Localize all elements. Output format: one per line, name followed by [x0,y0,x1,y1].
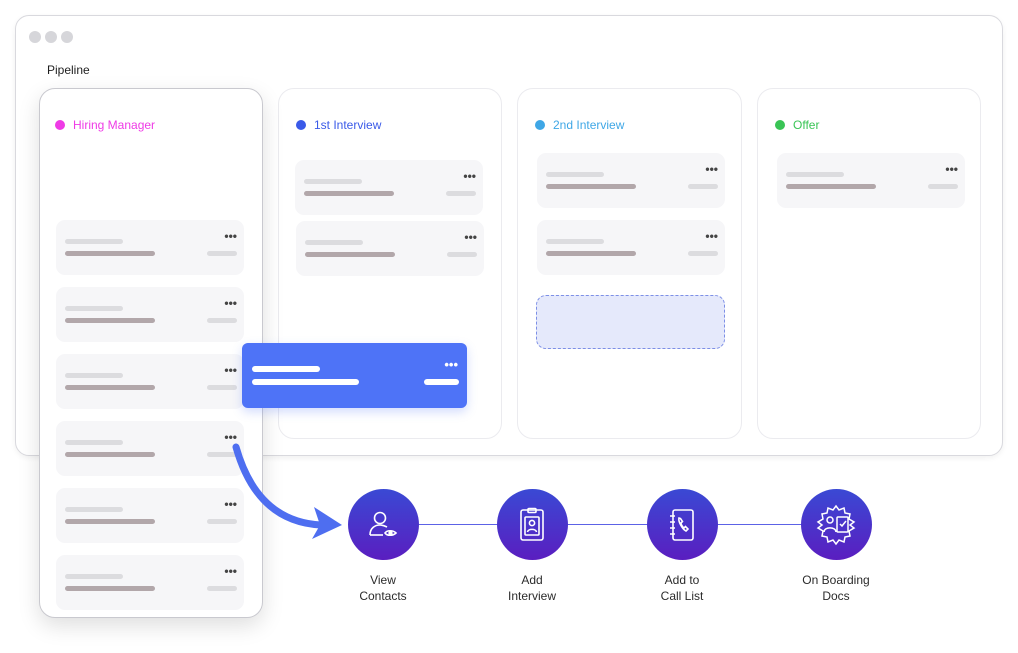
candidate-card[interactable]: ••• [537,153,725,208]
action-add-interview[interactable]: Add Interview [467,489,597,604]
status-dot [775,120,785,130]
user-view-icon [369,511,398,536]
dragged-candidate-card[interactable]: ••• [242,343,467,408]
more-options-icon[interactable]: ••• [224,296,237,310]
candidate-card[interactable]: ••• [56,354,244,409]
column-hiring-manager: Hiring Manager ••• ••• ••• ••• ••• ••• [39,88,263,618]
column-title: 2nd Interview [553,118,625,132]
action-label: Add to Call List [660,573,704,603]
window-controls [29,31,73,43]
more-options-icon[interactable]: ••• [224,430,237,444]
candidate-card[interactable]: ••• [56,287,244,342]
more-options-icon[interactable]: ••• [945,162,958,176]
column-offer: Offer ••• [757,88,981,439]
action-circle[interactable] [646,489,718,560]
more-options-icon[interactable]: ••• [224,363,237,377]
candidate-card[interactable]: ••• [295,160,483,215]
action-label: Add Interview [507,573,557,603]
column-header: 1st Interview [296,118,381,132]
more-options-icon[interactable]: ••• [224,229,237,243]
more-options-icon[interactable]: ••• [463,169,476,183]
action-on-boarding-docs[interactable]: On Boarding Docs [771,489,901,604]
more-options-icon[interactable]: ••• [224,497,237,511]
candidate-card[interactable]: ••• [296,221,484,276]
column-header: 2nd Interview [535,118,624,132]
column-title: 1st Interview [314,118,382,132]
more-options-icon[interactable]: ••• [224,564,237,578]
more-options-icon[interactable]: ••• [444,357,458,372]
status-dot [535,120,545,130]
curved-arrow-icon [232,443,342,539]
action-circle[interactable] [496,489,568,560]
page-title: Pipeline [47,63,90,77]
column-2nd-interview: 2nd Interview ••• ••• [517,88,742,439]
id-badge-icon [520,507,544,541]
window-minimize-dot[interactable] [45,31,57,43]
column-title: Offer [793,118,820,132]
status-dot [55,120,65,130]
drop-zone-placeholder[interactable] [536,295,725,349]
steps-connector-line [410,524,830,525]
action-circle[interactable] [800,489,872,560]
candidate-card[interactable]: ••• [777,153,965,208]
action-view-contacts[interactable]: View Contacts [318,489,448,604]
onboarding-docs-icon [816,504,856,545]
candidate-card[interactable]: ••• [56,220,244,275]
column-title: Hiring Manager [73,118,156,132]
status-dot [296,120,306,130]
window-close-dot[interactable] [29,31,41,43]
phone-book-icon [670,508,694,541]
candidate-card[interactable]: ••• [56,421,244,476]
column-header: Offer [775,118,819,132]
window-maximize-dot[interactable] [61,31,73,43]
action-add-to-call-list[interactable]: Add to Call List [617,489,747,604]
candidate-card[interactable]: ••• [56,555,244,610]
candidate-card[interactable]: ••• [537,220,725,275]
action-label: On Boarding Docs [802,573,870,603]
more-options-icon[interactable]: ••• [705,162,718,176]
action-circle[interactable] [347,489,419,560]
more-options-icon[interactable]: ••• [464,230,477,244]
candidate-card[interactable]: ••• [56,488,244,543]
more-options-icon[interactable]: ••• [705,229,718,243]
column-header: Hiring Manager [55,118,155,132]
action-label: View Contacts [359,573,407,603]
